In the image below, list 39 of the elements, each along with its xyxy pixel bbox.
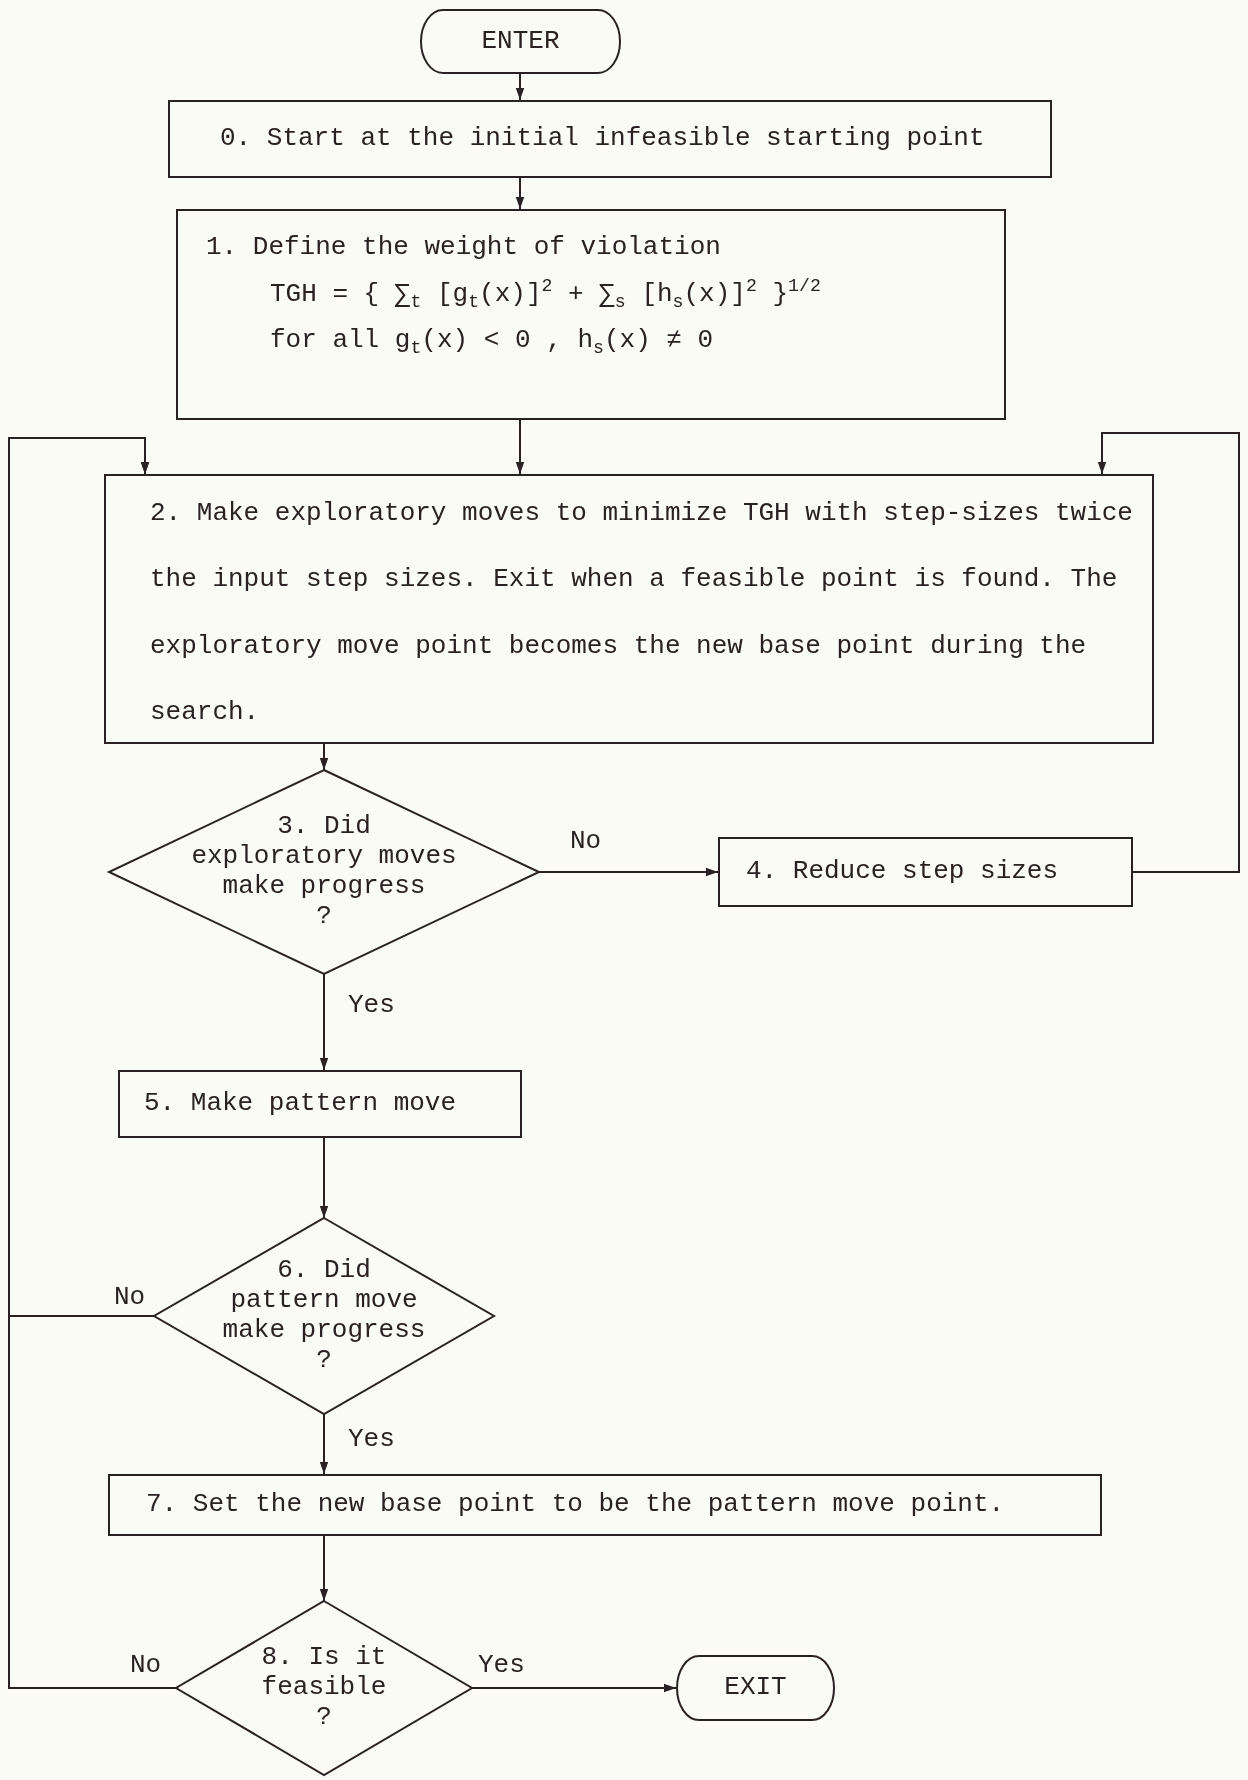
terminal-node (676, 1655, 835, 1721)
step-text: ENTER (481, 25, 560, 58)
arrow (1097, 432, 1240, 873)
process-box (168, 100, 1052, 178)
process-box (108, 1474, 1102, 1536)
process-box (104, 474, 1154, 744)
arrow (471, 1683, 677, 1693)
question-text: 6. Did pattern move make progress (221, 1256, 427, 1346)
step-text: EXIT (724, 1672, 787, 1704)
question-text: ? (316, 901, 332, 932)
step-text: 1. Define the weight of violation (206, 231, 721, 264)
arrow (319, 973, 329, 1071)
decision-diamond (154, 1218, 494, 1414)
question-text: ? (316, 1702, 332, 1733)
arrow (515, 73, 525, 101)
question-text: ? (316, 1345, 332, 1376)
step-text: 7. Set the new base point to be the pattern move point. (146, 1489, 1005, 1521)
process-box (176, 209, 1006, 420)
arrow (538, 867, 719, 877)
terminal-node (420, 9, 621, 74)
step-text: TGH = { ∑$_{t}$ [g$_{t}$(x)]$^{2}$ + ∑$_{s}$ [h$_{s}$(x)]$^{2}$ }$^{1/2}$ (270, 274, 821, 314)
decision-diamond (109, 770, 539, 974)
step-text: 0. Start at the initial infeasible starting point (220, 123, 985, 155)
decision-diamond (176, 1601, 472, 1775)
arrow (319, 1137, 329, 1219)
arrow (319, 1535, 329, 1602)
process-box (718, 837, 1133, 907)
arrow (319, 743, 329, 771)
step-text: for all g$_{t}$(x) < 0 , h$_{s}$(x) ≠ 0 (270, 324, 714, 361)
step-text: 5. Make pattern move (144, 1088, 457, 1120)
process-box (118, 1070, 522, 1138)
step-text: 4. Reduce step sizes (746, 856, 1059, 888)
arrow (515, 419, 525, 475)
arrow (515, 177, 525, 210)
arrow (8, 437, 177, 1689)
arrow (319, 1413, 329, 1475)
question-text: 8. Is it feasible (260, 1643, 388, 1703)
question-text: 3. Did exploratory moves make progress (190, 812, 458, 902)
step-text: 2. Make exploratory moves to minimize TGH with step-sizes twice the input step sizes. Exit when a feasible point is found. The exploratory move point becomes the new base point during the search. (150, 497, 1134, 729)
